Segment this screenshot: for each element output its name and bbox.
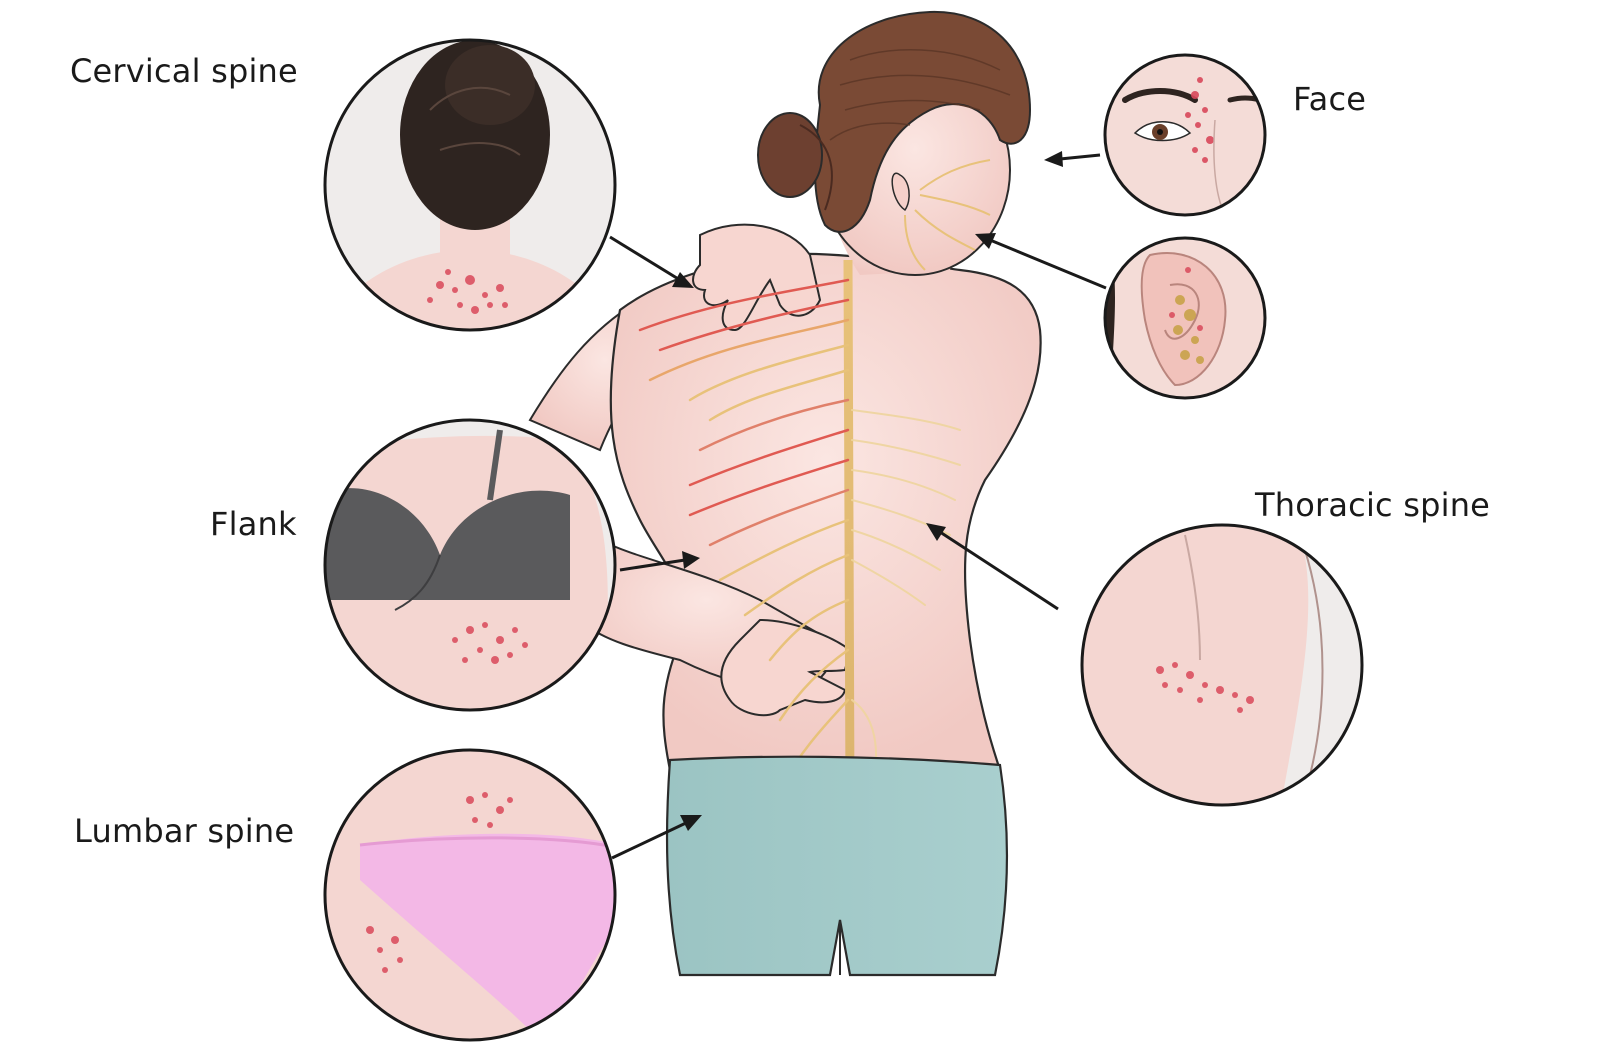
- shorts: [665, 755, 1009, 977]
- ear: [891, 172, 910, 212]
- rash-face: [1185, 77, 1214, 163]
- arrow-thoracic: [926, 523, 1059, 611]
- hair-bun: [757, 112, 823, 198]
- hand-on-lower-back: [720, 618, 852, 717]
- arrows: [609, 151, 1107, 860]
- arrow-flank: [619, 551, 700, 572]
- facial-nerves: [904, 159, 991, 271]
- circle-lumbar: [323, 748, 617, 1042]
- arrow-lumbar: [611, 815, 702, 860]
- label-thoracic-spine: Thoracic spine: [1255, 486, 1491, 524]
- arrow-face: [1044, 151, 1101, 167]
- circle-flank: [323, 418, 617, 712]
- rash-ear: [1173, 295, 1204, 364]
- rash-lumbar: [366, 792, 513, 973]
- rash-thoracic: [1156, 662, 1254, 713]
- circle-cervical: [323, 38, 617, 332]
- label-lumbar-spine: Lumbar spine: [74, 812, 295, 850]
- arrow-cervical: [609, 235, 694, 288]
- hair: [814, 10, 1032, 233]
- spinal-cord: [843, 259, 855, 950]
- arrow-ear: [975, 233, 1107, 290]
- label-flank: Flank: [210, 505, 297, 543]
- circle-thoracic: [1080, 523, 1364, 807]
- rash-flank: [452, 622, 528, 664]
- rash-cervical: [427, 269, 508, 314]
- circle-ear: [1103, 236, 1267, 400]
- circle-face: [1103, 53, 1267, 217]
- label-face: Face: [1293, 80, 1367, 118]
- figure-woman-back: [528, 10, 1042, 977]
- label-cervical-spine: Cervical spine: [70, 52, 298, 90]
